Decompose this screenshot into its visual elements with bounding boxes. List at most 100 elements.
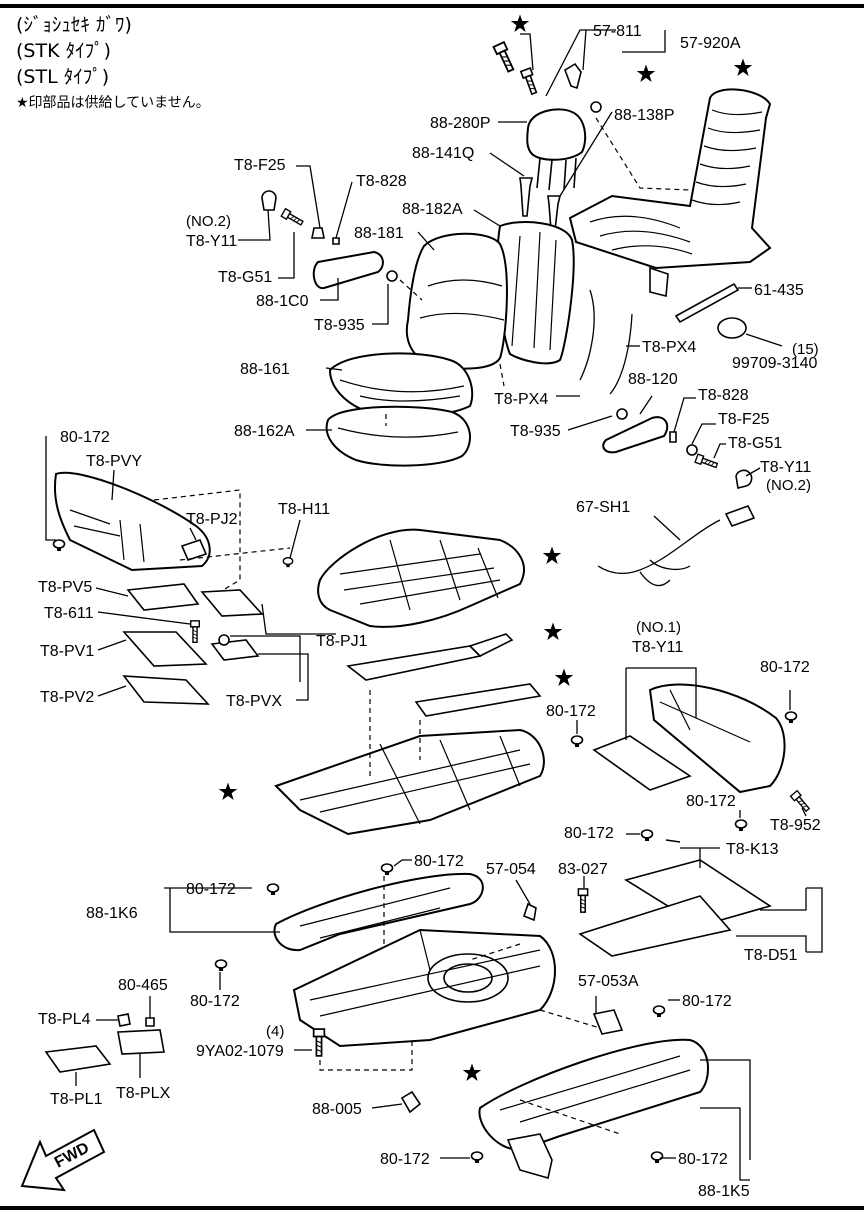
label-T8-PX4-right: T8-PX4 xyxy=(642,339,696,356)
side-cover-lower-part xyxy=(602,416,669,454)
leader-line xyxy=(736,887,823,953)
label-88-182A: 88-182A xyxy=(402,201,463,218)
label-57-811: 57-811 xyxy=(593,23,642,40)
rail-detail xyxy=(299,735,531,825)
front-cover-left-group xyxy=(164,859,484,990)
leader-line xyxy=(289,519,301,559)
base-plate-part xyxy=(578,895,732,957)
label-80-172-k: 80-172 xyxy=(678,1151,728,1168)
label-80-465: 80-465 xyxy=(118,977,168,994)
leader-line xyxy=(261,603,336,635)
cover-seams xyxy=(419,279,505,321)
link-bar-part xyxy=(468,633,514,657)
clip-icon xyxy=(214,959,228,972)
nut-part xyxy=(686,444,698,456)
cover-plate-group xyxy=(577,829,823,957)
leader-line xyxy=(801,807,807,817)
label-T8-PLX: T8-PLX xyxy=(116,1085,171,1102)
nut-part xyxy=(311,227,325,239)
leader-line xyxy=(45,436,56,541)
label-57-920A: 57-920A xyxy=(680,35,741,52)
clip-icon xyxy=(282,557,294,568)
seat-cushion-cover-part xyxy=(328,352,474,418)
leader-line xyxy=(238,209,271,241)
guide-dash-line xyxy=(179,547,291,561)
guide-dash-line xyxy=(595,117,691,191)
label-no1: (NO.1) xyxy=(636,619,681,636)
frame-bracket xyxy=(649,266,669,298)
label-T8-952: T8-952 xyxy=(770,817,821,834)
leader-line xyxy=(745,467,761,477)
star-icon xyxy=(554,668,574,686)
right-shield-group xyxy=(570,667,812,832)
wire-part xyxy=(579,289,595,381)
harness-branch xyxy=(639,559,691,587)
clip-part xyxy=(117,1013,131,1027)
leader-line xyxy=(164,887,280,933)
star-icon xyxy=(542,546,562,564)
leader-line xyxy=(230,635,309,701)
leader-line xyxy=(393,859,412,867)
label-T8-PL1: T8-PL1 xyxy=(50,1091,103,1108)
seat-rail-group xyxy=(274,690,545,836)
label-88-005: 88-005 xyxy=(312,1101,362,1118)
leader-line xyxy=(745,333,783,347)
leader-line xyxy=(713,443,726,459)
label-T8-935-upper: T8-935 xyxy=(314,317,365,334)
lever-plate-part xyxy=(122,675,210,705)
leader-line xyxy=(489,152,525,177)
label-57-053A: 57-053A xyxy=(578,973,639,990)
frame-springs xyxy=(691,109,763,206)
harness-connector xyxy=(724,505,756,527)
leader-line xyxy=(97,611,191,625)
star-icon xyxy=(462,1063,482,1081)
label-88-138P: 88-138P xyxy=(614,107,675,124)
label-no2-upper: (NO.2) xyxy=(186,213,231,230)
link-bar-part xyxy=(346,645,482,681)
cap-part xyxy=(735,469,753,489)
side-cover-upper-part xyxy=(312,250,384,290)
label-80-172-a: 80-172 xyxy=(60,429,110,446)
leader-line xyxy=(653,515,681,541)
label-80-172-i: 80-172 xyxy=(682,993,732,1010)
seat-frame-upper-group xyxy=(317,528,542,717)
cushion-seams xyxy=(339,379,465,402)
label-T8-PV1: T8-PV1 xyxy=(40,643,94,660)
leader-line xyxy=(567,415,613,431)
pin-part xyxy=(145,1017,155,1027)
label-57-054: 57-054 xyxy=(486,861,536,878)
star-icon xyxy=(510,14,530,32)
label-qty-4: (4) xyxy=(266,1023,284,1040)
seat-cushion-group xyxy=(306,352,474,467)
label-80-172-d: 80-172 xyxy=(686,793,736,810)
screw-part xyxy=(386,270,398,282)
clip-part xyxy=(669,431,677,443)
knob-housing-part xyxy=(117,1029,165,1055)
lever-knob-group xyxy=(44,996,165,1086)
label-qty-15: (15) xyxy=(792,341,819,358)
label-88-1K6: 88-1K6 xyxy=(86,905,138,922)
cover-flap-part xyxy=(506,1133,553,1180)
leader-line xyxy=(325,367,343,371)
leader-line xyxy=(545,29,616,97)
label-88-181: 88-181 xyxy=(354,225,404,242)
star-icon xyxy=(218,782,238,800)
headrest-group xyxy=(489,29,691,231)
label-88-161: 88-161 xyxy=(240,361,290,378)
clip-icon xyxy=(784,711,798,724)
right-side-shield-part xyxy=(648,683,786,794)
label-80-172-b: 80-172 xyxy=(760,659,810,676)
leader-line xyxy=(278,232,295,279)
leader-line xyxy=(111,469,115,501)
bolt-icon xyxy=(189,620,201,644)
cable-tie-part xyxy=(674,282,740,324)
clip-icon xyxy=(380,863,394,876)
label-67-SH1: 67-SH1 xyxy=(576,499,630,516)
clip-icon xyxy=(734,819,748,832)
lever-part xyxy=(210,639,260,661)
label-80-172-g: 80-172 xyxy=(186,881,236,898)
front-cover-right-group xyxy=(440,999,751,1181)
seat-cushion-pad-part xyxy=(325,405,472,467)
